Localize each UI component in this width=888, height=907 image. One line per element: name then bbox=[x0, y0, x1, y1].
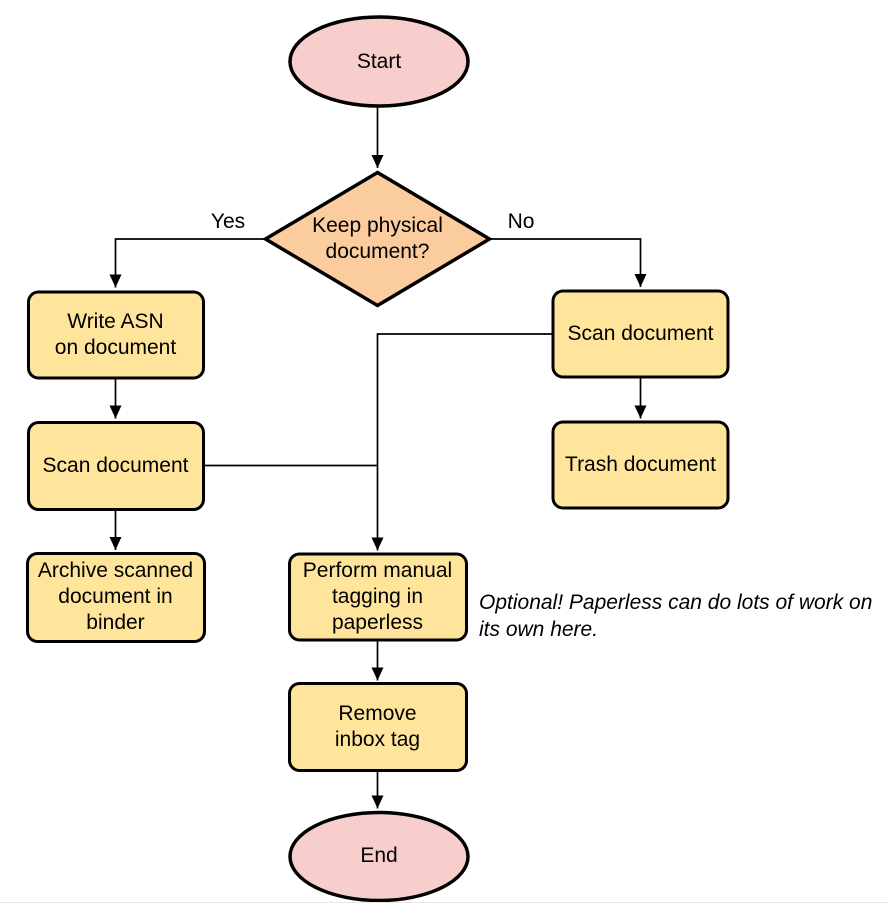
edge-scan-right-to-tagging bbox=[371, 333, 553, 551]
no-edge-label: No bbox=[507, 210, 535, 233]
manual-tagging-shape bbox=[288, 552, 468, 642]
start-terminal-shape bbox=[288, 15, 470, 108]
decision-diamond-shape bbox=[262, 170, 493, 308]
edge-decision-yes-to-write-asn bbox=[109, 238, 265, 288]
write-asn-shape bbox=[27, 290, 205, 380]
edge-decision-no-to-scan-right bbox=[490, 238, 647, 287]
yes-edge-label: Yes bbox=[210, 210, 246, 233]
trash-document-shape bbox=[551, 420, 730, 510]
archive-scanned-shape bbox=[26, 552, 206, 643]
optional-paperless-annotation: Optional! Paperless can do lots of work … bbox=[479, 591, 873, 641]
remove-inbox-tag-shape bbox=[288, 682, 468, 772]
scan-document-right-shape bbox=[551, 289, 730, 379]
end-terminal-shape bbox=[288, 810, 470, 903]
page-bottom-rule bbox=[0, 902, 888, 903]
scan-document-left-shape bbox=[27, 421, 205, 511]
